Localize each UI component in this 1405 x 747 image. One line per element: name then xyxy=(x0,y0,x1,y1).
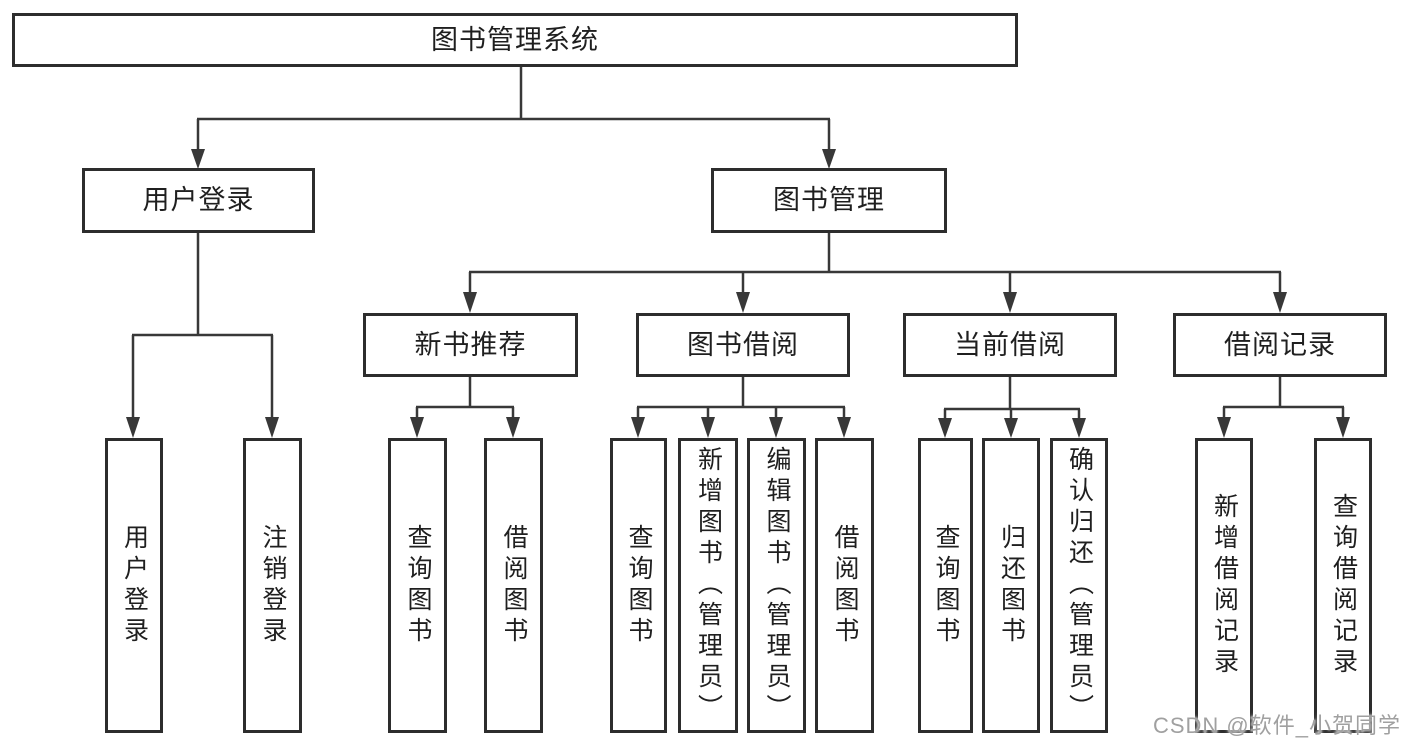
leaf-bookborrow-borrow-book: 借阅图书 xyxy=(815,438,874,733)
leaf-bookborrow-query-book: 查询图书 xyxy=(610,438,667,733)
csdn-watermark: CSDN @软件_小贺同学 xyxy=(1152,713,1401,738)
leaf-bookborrow-borrow-book-label: 借阅图书 xyxy=(831,523,859,648)
connector-currentborrow-to-leaves xyxy=(938,377,1086,438)
leaf-bookborrow-edit-book-label: 编辑图书（管理员） xyxy=(763,446,791,725)
node-book-borrow-label: 图书借阅 xyxy=(687,329,799,360)
leaf-record-query-label: 查询借阅记录 xyxy=(1329,492,1358,679)
node-book-borrow: 图书借阅 xyxy=(636,313,850,377)
node-new-book-recommend-label: 新书推荐 xyxy=(414,329,527,360)
connector-borrowrecord-to-leaves xyxy=(1217,377,1350,438)
node-user-login: 用户登录 xyxy=(82,168,315,233)
node-user-login-label: 用户登录 xyxy=(142,185,255,216)
node-new-book-recommend: 新书推荐 xyxy=(363,313,578,377)
node-borrow-record: 借阅记录 xyxy=(1173,313,1387,377)
leaf-newbook-borrow-book: 借阅图书 xyxy=(484,438,543,733)
leaf-record-add: 新增借阅记录 xyxy=(1195,438,1253,733)
leaf-newbook-query-book-label: 查询图书 xyxy=(404,523,432,648)
node-book-management-label: 图书管理 xyxy=(773,185,885,216)
leaf-currentborrow-confirm-return-label: 确认归还（管理员） xyxy=(1065,446,1094,725)
leaf-logout: 注销登录 xyxy=(243,438,302,733)
leaf-currentborrow-confirm-return: 确认归还（管理员） xyxy=(1050,438,1108,733)
connector-newbook-to-leaves xyxy=(410,377,520,438)
leaf-bookborrow-edit-book: 编辑图书（管理员） xyxy=(747,438,806,733)
leaf-currentborrow-query-book: 查询图书 xyxy=(918,438,973,733)
leaf-user-login-label: 用户登录 xyxy=(120,523,149,648)
connector-root-to-level2 xyxy=(191,67,836,169)
leaf-currentborrow-return-book: 归还图书 xyxy=(982,438,1040,733)
node-root-label: 图书管理系统 xyxy=(431,24,599,55)
leaf-user-login: 用户登录 xyxy=(105,438,163,733)
leaf-currentborrow-query-book-label: 查询图书 xyxy=(932,523,960,648)
node-book-management: 图书管理 xyxy=(711,168,947,233)
leaf-currentborrow-return-book-label: 归还图书 xyxy=(997,523,1026,648)
leaf-record-query: 查询借阅记录 xyxy=(1314,438,1372,733)
node-current-borrow-label: 当前借阅 xyxy=(954,329,1066,360)
leaf-bookborrow-query-book-label: 查询图书 xyxy=(625,523,653,648)
connector-bookborrow-to-leaves xyxy=(631,377,851,438)
connector-userlogin-to-leaves xyxy=(126,233,279,438)
leaf-logout-label: 注销登录 xyxy=(259,523,287,648)
leaf-bookborrow-add-book: 新增图书（管理员） xyxy=(678,438,738,733)
leaf-bookborrow-add-book-label: 新增图书（管理员） xyxy=(694,446,723,725)
node-current-borrow: 当前借阅 xyxy=(903,313,1117,377)
node-borrow-record-label: 借阅记录 xyxy=(1224,329,1336,360)
leaf-record-add-label: 新增借阅记录 xyxy=(1210,492,1239,679)
node-root: 图书管理系统 xyxy=(12,13,1018,67)
connector-bookmgmt-to-level3 xyxy=(463,233,1287,313)
leaf-newbook-borrow-book-label: 借阅图书 xyxy=(500,523,528,648)
leaf-newbook-query-book: 查询图书 xyxy=(388,438,447,733)
